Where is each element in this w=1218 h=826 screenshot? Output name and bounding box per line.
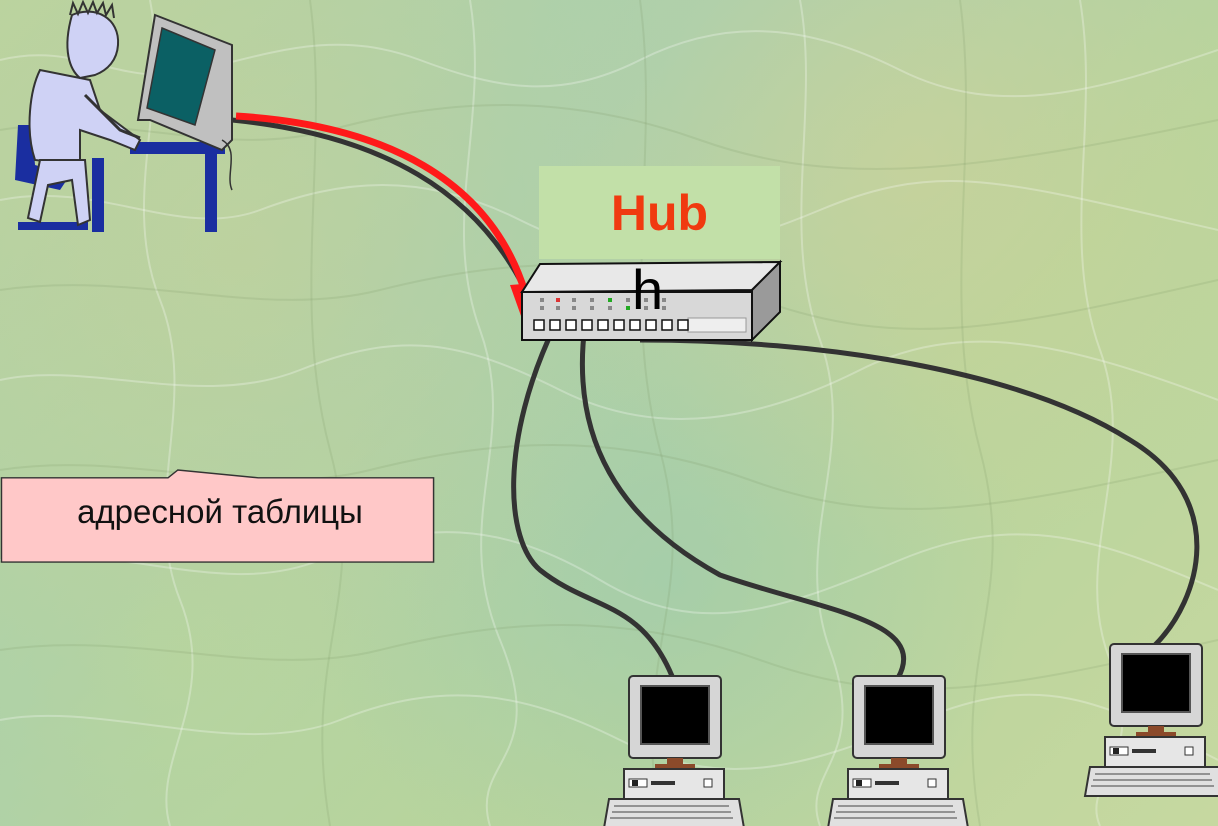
cable-user-to-hub	[231, 117, 533, 302]
cable-hub-to-computer-3	[639, 337, 1200, 647]
cable-hub-to-computer-2	[579, 324, 907, 680]
person-body	[28, 68, 142, 167]
cable-hub-to-computer-1	[511, 323, 675, 677]
person-legs	[26, 159, 92, 227]
hub-ports	[533, 319, 689, 331]
mouse-cord	[221, 139, 233, 191]
monitor-screen	[146, 26, 216, 126]
desk-top	[130, 142, 225, 154]
active-cable-user-to-hub	[235, 112, 529, 294]
person-hair	[69, 0, 115, 19]
desk-leg	[92, 158, 104, 232]
callout-shape	[0, 469, 435, 563]
person-arm	[83, 93, 141, 140]
hub-leds	[540, 298, 666, 310]
computer-1	[603, 675, 745, 826]
computer-2	[827, 675, 969, 826]
computer-3	[1084, 643, 1218, 797]
hub-letter: h	[632, 258, 664, 321]
hub-label: Hub	[539, 166, 780, 259]
person-head	[66, 10, 120, 80]
callout-text: адресной таблицы	[77, 493, 363, 530]
chair-base	[18, 222, 88, 230]
hub-label-text: Hub	[610, 184, 709, 241]
desk-leg	[205, 148, 217, 232]
